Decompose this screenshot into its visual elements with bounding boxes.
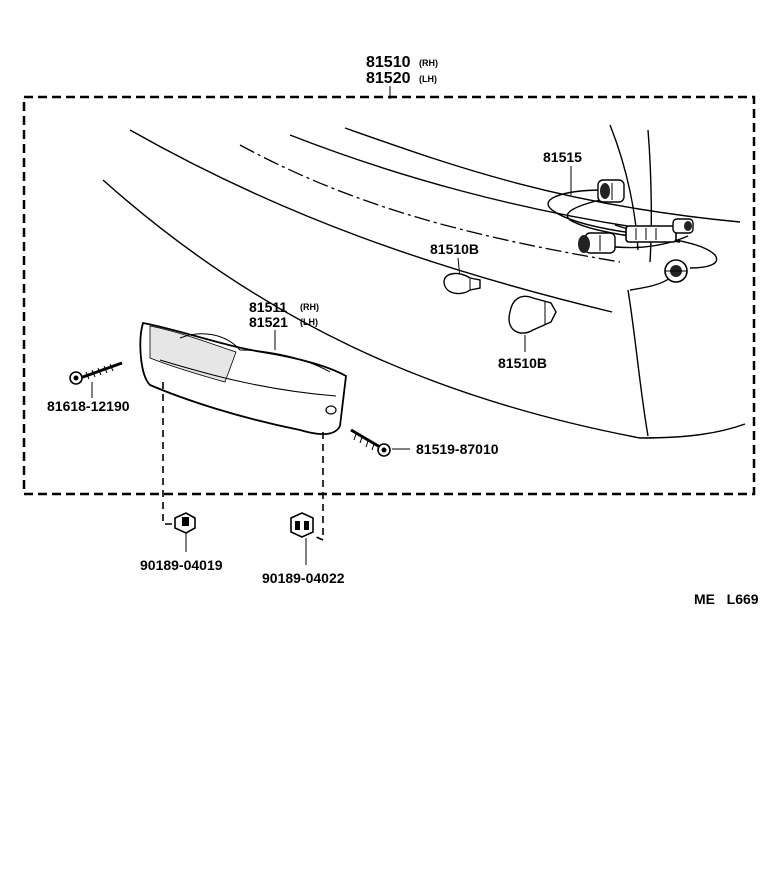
panel-line-2 bbox=[239, 144, 621, 263]
screw-left-label: 81618-12190 bbox=[47, 398, 130, 414]
panel-edge-4 bbox=[629, 277, 671, 291]
drop-line-right bbox=[313, 432, 324, 542]
socket-bottom bbox=[664, 259, 688, 283]
bulb-large-label: 81510B bbox=[498, 355, 547, 371]
lens-housing: 81511 (RH) 81521 (LH) bbox=[139, 299, 347, 435]
wire-1 bbox=[547, 189, 656, 237]
lens-rh-label: 81511 bbox=[249, 299, 287, 315]
panel-line-3 bbox=[289, 134, 641, 229]
screw-left bbox=[69, 361, 123, 385]
nut-left bbox=[174, 512, 196, 534]
assembly-tag-lh: (LH) bbox=[419, 74, 437, 84]
socket-connector bbox=[625, 225, 677, 243]
lens-lh-tag: (LH) bbox=[300, 317, 318, 327]
assembly-part-lh: 81520 bbox=[366, 70, 411, 87]
lens-clip bbox=[325, 405, 337, 415]
screw-right-group: 81519-87010 bbox=[350, 428, 499, 457]
socket-wire-label: 81515 bbox=[543, 149, 582, 165]
nut-left-label: 90189-04019 bbox=[140, 557, 223, 573]
nut-right-group: 90189-04022 bbox=[262, 512, 345, 586]
lens-reflector bbox=[149, 325, 237, 383]
panel-edge-3 bbox=[627, 289, 649, 437]
socket-middle bbox=[578, 232, 616, 254]
nut-right bbox=[290, 512, 314, 538]
diagram-code: ME L669 bbox=[694, 591, 759, 607]
lens-dome bbox=[179, 333, 331, 373]
socket-wire-assembly: 81515 bbox=[543, 149, 718, 283]
bulb-small bbox=[443, 272, 481, 295]
body-panel bbox=[102, 124, 746, 439]
lens-rh-tag: (RH) bbox=[300, 302, 319, 312]
panel-line-1 bbox=[129, 129, 613, 313]
panel-line-5 bbox=[102, 179, 746, 439]
bulb-small-label: 81510B bbox=[430, 241, 479, 257]
panel-edge-2 bbox=[647, 129, 653, 263]
bulb-large bbox=[508, 295, 557, 334]
nut-left-group: 90189-04019 bbox=[140, 512, 223, 573]
socket-top bbox=[597, 179, 625, 203]
assembly-part-rh: 81510 bbox=[366, 54, 411, 71]
screw-right bbox=[350, 428, 391, 457]
screw-right-label: 81519-87010 bbox=[416, 441, 499, 457]
lens-lh-label: 81521 bbox=[249, 314, 288, 330]
assembly-tag-rh: (RH) bbox=[419, 58, 438, 68]
screw-left-group: 81618-12190 bbox=[47, 361, 130, 414]
lens-rib bbox=[159, 359, 337, 397]
bulb-large-group: 81510B bbox=[498, 295, 557, 371]
assembly-frame bbox=[22, 95, 756, 496]
panel-line-4 bbox=[344, 127, 741, 223]
socket-side bbox=[672, 218, 694, 234]
assembly-label: 81510 (RH) 81520 (LH) bbox=[366, 54, 438, 99]
nut-right-label: 90189-04022 bbox=[262, 570, 345, 586]
drop-line-left bbox=[162, 382, 176, 525]
bulb-small-group: 81510B bbox=[430, 241, 481, 295]
